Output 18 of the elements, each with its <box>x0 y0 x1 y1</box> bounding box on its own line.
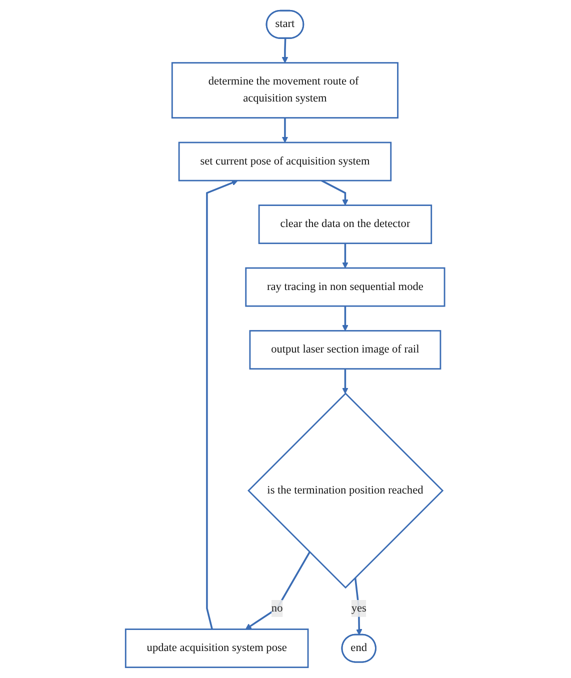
arrow <box>282 118 288 143</box>
arrow <box>246 552 311 630</box>
edge-label: yes <box>352 602 367 614</box>
node-box: output laser section image of rail <box>250 330 442 370</box>
node-diamond: is the termination position reached <box>248 392 444 589</box>
arrow <box>342 306 349 332</box>
node-box: ray tracing in non sequential mode <box>246 267 446 307</box>
arrow <box>342 243 349 268</box>
node-box: update acquisition system pose <box>125 628 310 668</box>
arrow <box>342 368 349 394</box>
arrow <box>354 578 363 636</box>
node-box: set current pose of acquisition system <box>178 142 392 182</box>
arrow <box>206 180 238 630</box>
node-box: determine the movement route of acquisition system <box>172 62 399 119</box>
arrow <box>282 38 288 64</box>
edge-label: no <box>272 602 284 614</box>
node-box: clear the data on the detector <box>258 204 432 244</box>
arrow <box>322 180 349 206</box>
